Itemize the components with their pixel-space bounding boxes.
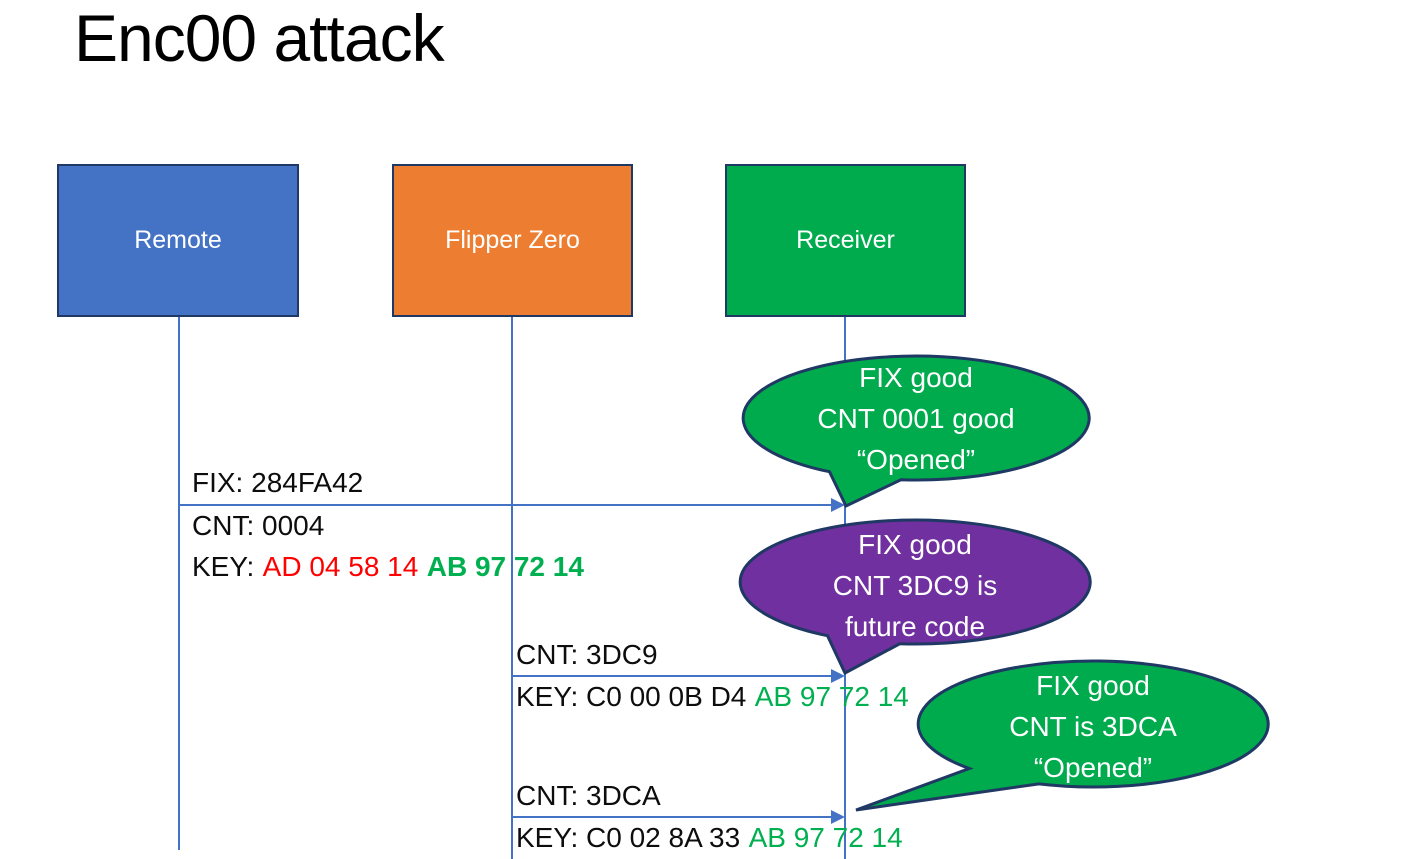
- speech-bubble-opened-1: FIX good CNT 0001 good “Opened”: [735, 350, 1105, 515]
- actor-label-flipper-zero: Flipper Zero: [445, 226, 580, 254]
- bubble1-line1: FIX good: [859, 362, 973, 393]
- speech-bubble-future-code: FIX good CNT 3DC9 is future code: [732, 515, 1102, 683]
- bubble1-line3: “Opened”: [856, 444, 976, 475]
- speech-bubble-icon: [855, 659, 1270, 812]
- message3-arrowhead-icon: [831, 810, 845, 824]
- message1-cnt-label: CNT: 0004: [192, 510, 325, 541]
- actor-box-flipper-zero: Flipper Zero: [392, 164, 633, 317]
- message2-arrow-line: [512, 675, 833, 677]
- bubble3-line3: “Opened”: [1033, 752, 1153, 783]
- bubble1-line2: CNT 0001 good: [817, 403, 1015, 434]
- message2-arrowhead-icon: [831, 669, 845, 683]
- message3-arrow-line: [512, 816, 833, 818]
- message1-fix-label: FIX: 284FA42: [192, 467, 364, 498]
- actor-label-receiver: Receiver: [796, 226, 895, 254]
- message3-key-prefix: KEY: C0 02 8A 33: [516, 822, 741, 853]
- message1-arrowhead-icon: [831, 498, 845, 512]
- message1-key-fixed-bytes: AB 97 72 14: [426, 551, 584, 582]
- message3-key-fixed-bytes: AB 97 72 14: [748, 822, 903, 853]
- bubble1-text: FIX good CNT 0001 good “Opened”: [743, 357, 1089, 480]
- speech-bubble-opened-2: FIX good CNT is 3DCA “Opened”: [840, 658, 1270, 818]
- actor-box-receiver: Receiver: [725, 164, 966, 317]
- lifeline-flipper-zero: [511, 317, 513, 859]
- actor-label-remote: Remote: [134, 226, 222, 254]
- message2-cnt-label: CNT: 3DC9: [516, 639, 658, 670]
- message3-cnt-label: CNT: 3DCA: [516, 780, 661, 811]
- message1-key-attacker-bytes: AD 04 58 14: [262, 551, 419, 582]
- message1-key-prefix: KEY:: [192, 551, 255, 582]
- bubble2-line3: future code: [844, 611, 986, 642]
- message2-key-prefix: KEY: C0 00 0B D4: [516, 681, 747, 712]
- lifeline-remote: [178, 317, 180, 850]
- speech-bubble-icon: [741, 354, 1091, 508]
- bubble3-line2: CNT is 3DCA: [1009, 711, 1177, 742]
- bubble3-text: FIX good CNT is 3DCA “Opened”: [920, 665, 1266, 788]
- page-title: Enc00 attack: [74, 1, 445, 75]
- actor-box-remote: Remote: [57, 164, 299, 317]
- bubble2-line1: FIX good: [858, 529, 972, 560]
- bubble3-line1: FIX good: [1036, 670, 1150, 701]
- bubble2-text: FIX good CNT 3DC9 is future code: [742, 524, 1088, 647]
- message1-arrow-line: [179, 504, 833, 506]
- bubble2-line2: CNT 3DC9 is: [832, 570, 998, 601]
- speech-bubble-icon: [738, 518, 1092, 676]
- message2-key-fixed-bytes: AB 97 72 14: [754, 681, 909, 712]
